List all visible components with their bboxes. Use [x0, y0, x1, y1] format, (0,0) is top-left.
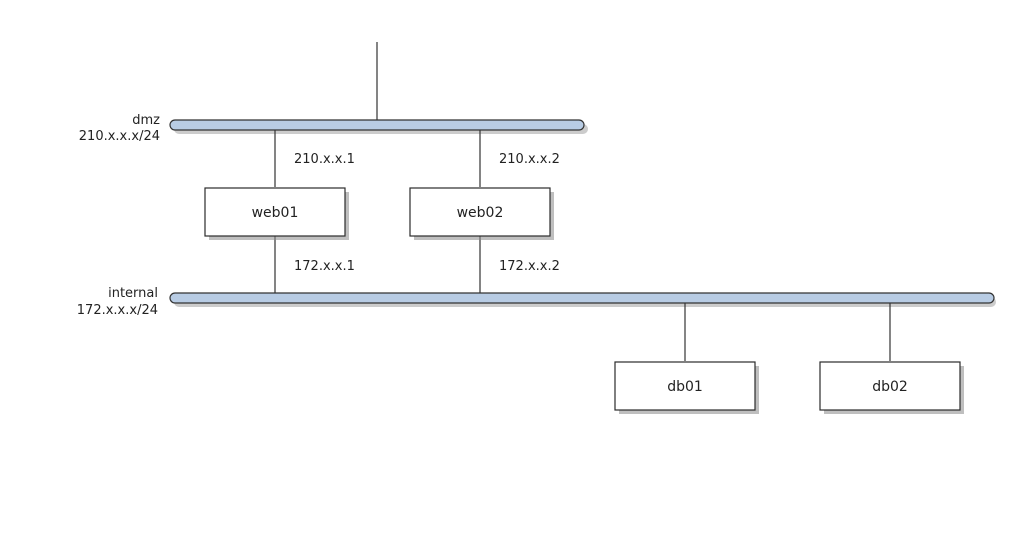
node-web01[interactable]: web01 210.x.x.1 172.x.x.1	[204, 130, 355, 293]
internal-bus	[169, 292, 995, 304]
dmz-network-name: dmz	[132, 113, 160, 128]
web01-box[interactable]	[204, 187, 346, 237]
web01-dmz-address: 210.x.x.1	[294, 152, 355, 167]
dmz-bus	[169, 119, 585, 131]
web02-box[interactable]	[409, 187, 551, 237]
web02-label: web02	[457, 205, 504, 221]
db01-box[interactable]	[614, 361, 756, 411]
internal-network-name: internal	[108, 286, 158, 301]
internal-network: internal 172.x.x.x/24	[77, 286, 996, 318]
web01-internal-address: 172.x.x.1	[294, 259, 355, 274]
internal-network-cidr: 172.x.x.x/24	[77, 303, 158, 318]
web01-label: web01	[252, 205, 299, 221]
node-db01[interactable]: db01	[614, 303, 759, 414]
node-db02[interactable]: db02	[819, 303, 964, 414]
dmz-network: dmz 210.x.x.x/24	[79, 113, 588, 144]
web02-dmz-address: 210.x.x.2	[499, 152, 560, 167]
dmz-network-cidr: 210.x.x.x/24	[79, 129, 160, 144]
db02-label: db02	[872, 379, 908, 395]
web02-internal-address: 172.x.x.2	[499, 259, 560, 274]
db01-label: db01	[667, 379, 703, 395]
node-web02[interactable]: web02 210.x.x.2 172.x.x.2	[409, 130, 560, 293]
db02-box[interactable]	[819, 361, 961, 411]
